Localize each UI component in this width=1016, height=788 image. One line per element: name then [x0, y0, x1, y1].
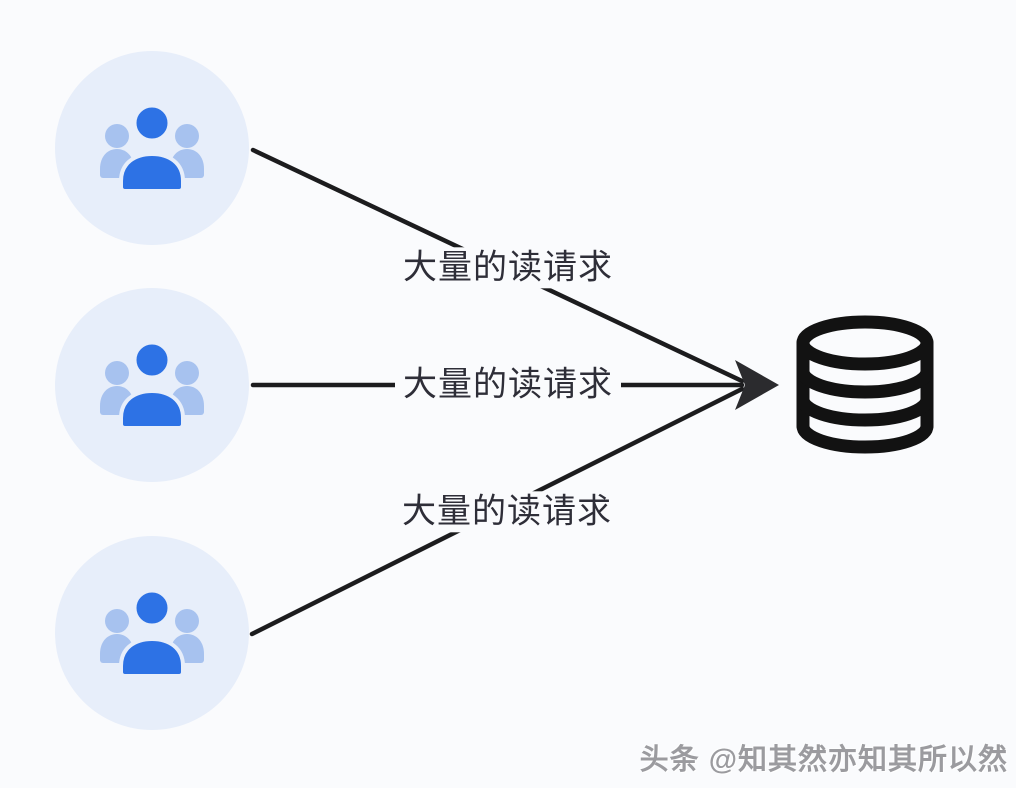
database-icon [796, 315, 934, 454]
users-group-icon [100, 342, 204, 428]
arrow-label-bottom: 大量的读请求 [394, 491, 620, 533]
client-group-node-2 [55, 288, 249, 482]
users-group-icon [100, 105, 204, 191]
users-group-icon [100, 590, 204, 676]
arrow-label-top: 大量的读请求 [395, 247, 621, 289]
client-group-node-1 [55, 51, 249, 245]
client-group-node-3 [55, 536, 249, 730]
watermark-text: 头条 @知其然亦知其所以然 [639, 744, 1008, 776]
database-node [793, 313, 937, 461]
arrowhead-icon [735, 360, 779, 410]
arrow-label-middle: 大量的读请求 [395, 364, 621, 406]
